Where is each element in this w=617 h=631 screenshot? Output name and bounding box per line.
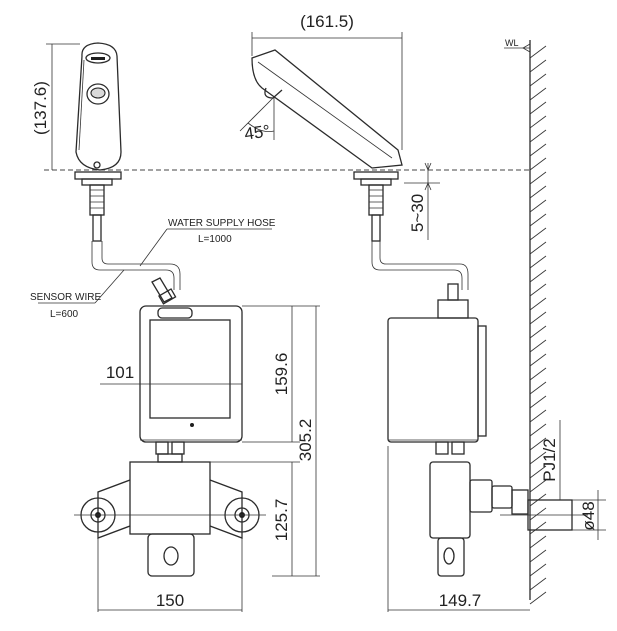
wall-hatch-line — [529, 297, 547, 311]
wall: WL — [504, 38, 547, 605]
wall-hatch-line — [529, 437, 547, 451]
total-height-dim: 305.2 — [296, 419, 315, 462]
wall-hatch-line — [529, 283, 547, 297]
wall-hatch-line — [529, 143, 547, 157]
spout-angle-dim: 45° — [243, 121, 271, 143]
wall-hatch-line — [529, 45, 547, 59]
wall-hatch-line — [529, 465, 547, 479]
wall-hatch-line — [529, 269, 547, 283]
pipe-thread-dim: PJ1/2 — [540, 438, 559, 481]
hoses: WATER SUPPLY HOSE L=1000 SENSOR WIRE L=6… — [30, 218, 469, 320]
wall-hatch-line — [529, 381, 547, 395]
wall-hatch-line — [529, 367, 547, 381]
wall-hatch-line — [529, 409, 547, 423]
wall-hatch-line — [529, 395, 547, 409]
front-faucet: (137.6) — [31, 42, 122, 242]
side-valve: 149.7 ø48 PJ1/2 — [387, 420, 606, 612]
wall-hatch-line — [529, 423, 547, 437]
spout-length-dim: (161.5) — [300, 12, 354, 31]
wall-hatch-line — [529, 591, 547, 605]
water-supply-hose-label: WATER SUPPLY HOSE — [168, 218, 276, 229]
wall-hatch-line — [529, 73, 547, 87]
width-front-dim: 150 — [156, 591, 184, 610]
wall-hatch-line — [529, 101, 547, 115]
front-valve: 150 — [74, 461, 266, 612]
wall-hatch-line — [529, 549, 547, 563]
wall-hatch-line — [529, 87, 547, 101]
wall-hatch-line — [529, 115, 547, 129]
wall-hatch-line — [529, 129, 547, 143]
hose-length-label: L=1000 — [198, 234, 232, 245]
valve-height-dim: 125.7 — [272, 499, 291, 542]
sensor-wire-label: SENSOR WIRE — [30, 292, 101, 303]
front-control-box: 101 — [100, 305, 243, 463]
wall-hatch-line — [529, 213, 547, 227]
wall-hatch-line — [529, 507, 547, 521]
wall-hatch-line — [529, 563, 547, 577]
faucet-height-dim: (137.6) — [31, 81, 50, 135]
wall-hatch-line — [529, 199, 547, 213]
box-height-dim: 159.6 — [272, 353, 291, 396]
water-level-label: WL — [505, 38, 519, 48]
wall-hatch-line — [529, 479, 547, 493]
wall-hatch-line — [529, 59, 547, 73]
wall-hatch-line — [529, 311, 547, 325]
wall-hatch-line — [529, 157, 547, 171]
wall-hatch-line — [529, 353, 547, 367]
wall-hatch-line — [529, 171, 547, 185]
wall-hatch-line — [529, 451, 547, 465]
wall-hatch-line — [529, 255, 547, 269]
pipe-dia-dim: ø48 — [579, 501, 598, 530]
side-control-box — [387, 283, 487, 455]
wire-length-label: L=600 — [50, 309, 79, 320]
side-faucet: 45° (161.5) 5~30 — [239, 12, 440, 242]
wall-hatch-line — [529, 339, 547, 353]
deck-range-dim: 5~30 — [408, 194, 427, 232]
wall-hatch-line — [529, 521, 547, 535]
body-width-dim: 101 — [106, 363, 134, 382]
depth-side-dim: 149.7 — [439, 591, 482, 610]
wall-hatch-line — [529, 535, 547, 549]
vertical-dims: 159.6 305.2 125.7 — [210, 305, 320, 577]
wall-hatch-line — [529, 577, 547, 591]
wall-hatch-line — [529, 325, 547, 339]
wall-hatch-line — [529, 185, 547, 199]
wall-hatch-line — [529, 227, 547, 241]
wall-hatch-line — [529, 241, 547, 255]
